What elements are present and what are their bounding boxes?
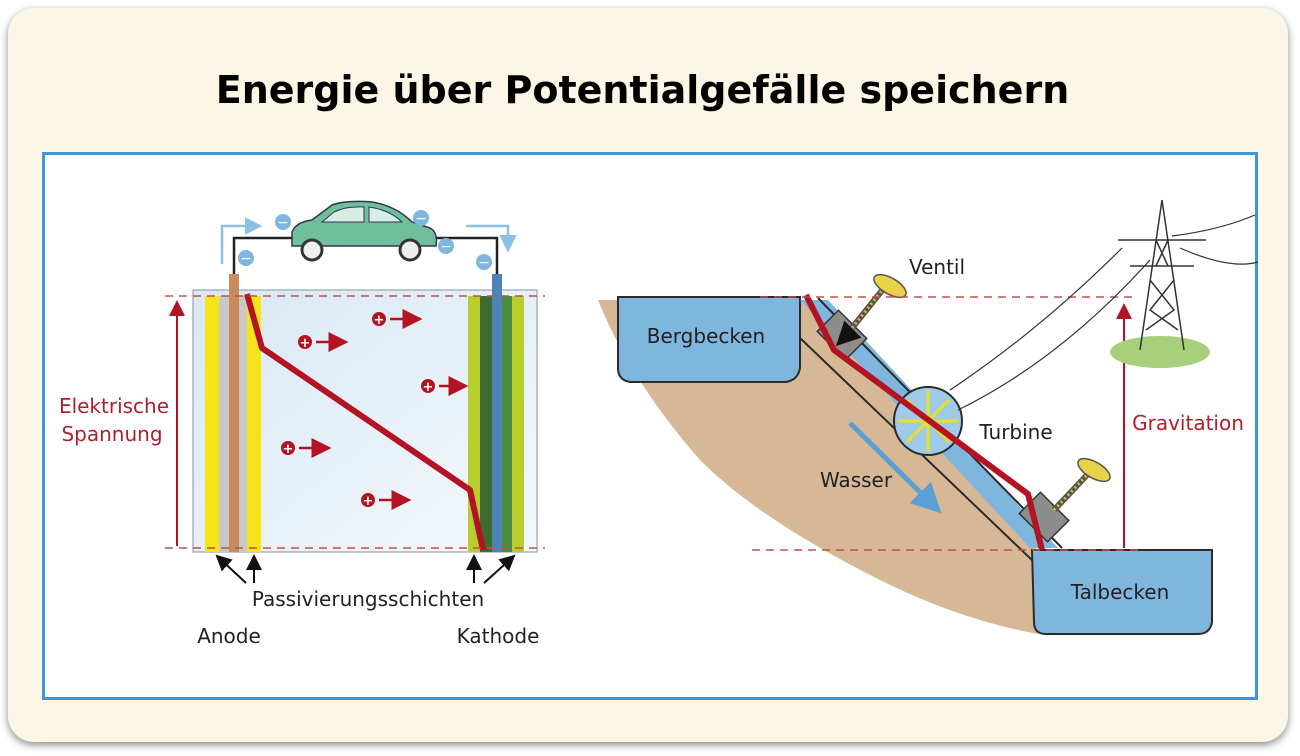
svg-text:−: − (478, 255, 490, 271)
car-icon (291, 200, 438, 262)
battery-potential-line (244, 293, 486, 551)
upper-reservoir-label: Bergbecken (647, 324, 765, 348)
anode-label: Anode (197, 624, 261, 648)
upper-valve-icon (816, 273, 907, 361)
svg-text:−: − (240, 251, 252, 267)
voltage-label-line2: Spannung (61, 422, 162, 446)
passivation-label: Passivierungsschichten (252, 587, 484, 611)
valve-label: Ventil (909, 255, 965, 279)
anode-electrode (229, 274, 239, 552)
lower-reservoir (1030, 549, 1213, 635)
svg-text:−: − (440, 239, 452, 255)
anode-layer-yellow-outer (205, 296, 219, 552)
passivation-arrow-1 (215, 554, 247, 584)
svg-text:−: − (415, 211, 427, 227)
slide-title: Energie über Potentialgefälle speichern (215, 68, 1070, 112)
svg-text:+: + (283, 442, 294, 457)
cathode-layer-mid (502, 296, 512, 552)
cathode-electrode (492, 274, 502, 552)
hydro-potential-line (803, 293, 1045, 551)
passivation-arrow-4 (483, 554, 516, 584)
anode-layer-grey (219, 296, 229, 552)
cathode-layer-light (512, 296, 524, 552)
power-lines (949, 214, 1259, 411)
battery-diagram: − − − − − + + + + + Elektrische Spannung (59, 200, 545, 648)
voltage-label-line1: Elektrische (59, 394, 169, 418)
current-arrow-left (220, 217, 263, 264)
water-flow-arrow (848, 421, 942, 514)
hydro-diagram: Gravitation Bergbecken Talbecken Ventil … (598, 199, 1259, 635)
upper-reservoir (617, 296, 801, 383)
anode-layer-grey-inner (239, 296, 247, 552)
turbine-label: Turbine (978, 420, 1052, 444)
power-pylon-icon (1110, 199, 1210, 368)
electron-icons: − − − − − (238, 210, 492, 271)
svg-text:+: + (300, 336, 311, 351)
lower-valve-icon (1018, 457, 1111, 543)
cathode-label: Kathode (457, 624, 540, 648)
cation-icons: + + + + + (281, 309, 469, 510)
current-arrow-right (466, 224, 517, 253)
svg-text:+: + (363, 494, 374, 509)
svg-text:−: − (277, 215, 289, 231)
cathode-layer-dark (480, 296, 492, 552)
anode-passivation-layer (247, 296, 261, 552)
gravity-label: Gravitation (1132, 411, 1244, 435)
svg-text:+: + (423, 380, 434, 395)
water-label: Wasser (820, 468, 893, 492)
lower-reservoir-label: Talbecken (1070, 580, 1170, 604)
svg-text:+: + (374, 313, 385, 328)
